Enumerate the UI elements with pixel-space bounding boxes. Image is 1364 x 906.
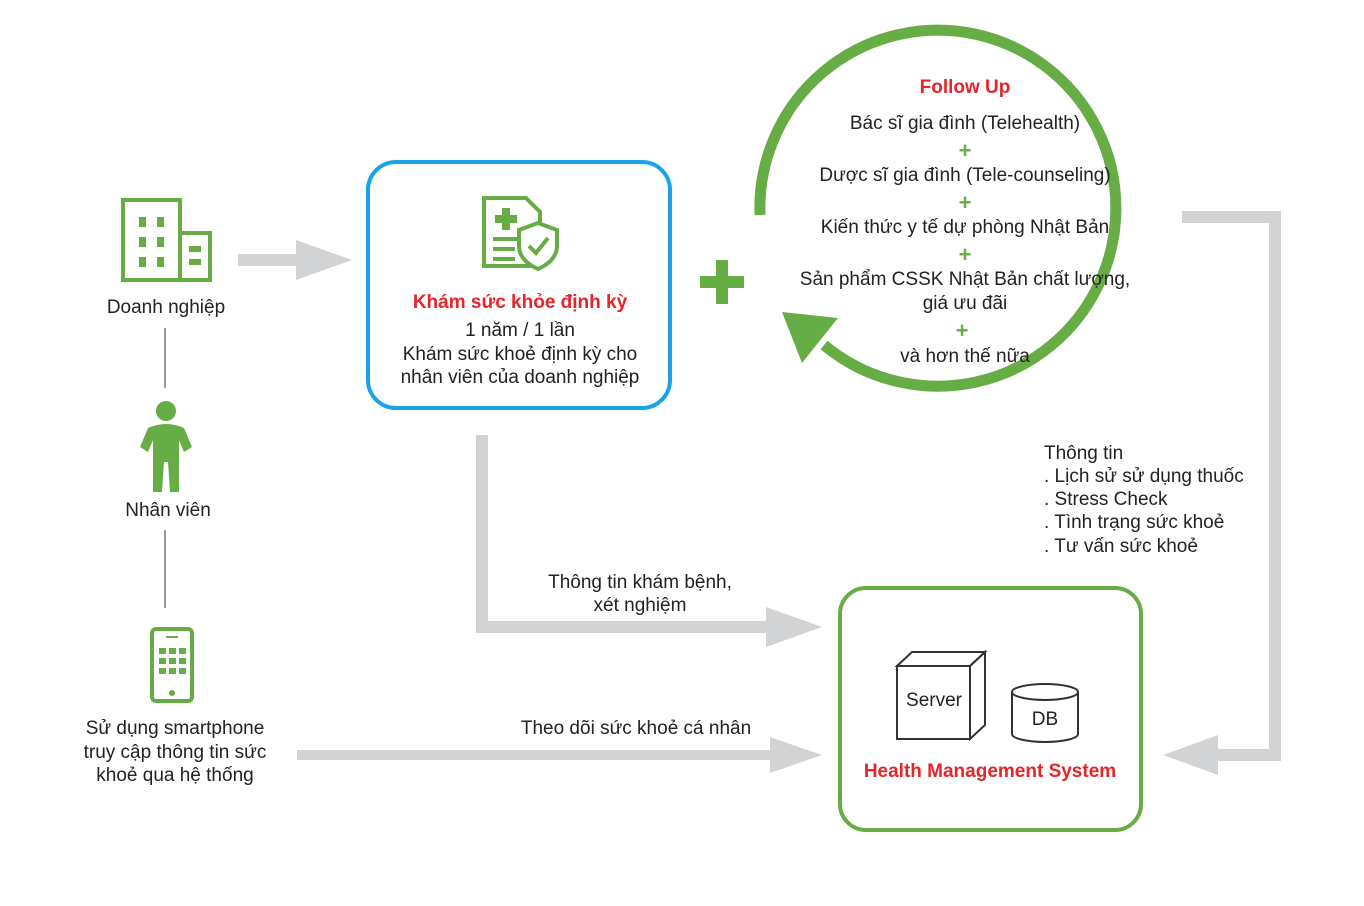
smartphone-icon <box>150 627 194 703</box>
building-icon <box>121 198 212 282</box>
personal-tracking-label: Theo dõi sức khoẻ cá nhân <box>520 718 752 739</box>
follow-up-item-3: Kiến thức y tế dự phòng Nhật Bản <box>820 217 1110 238</box>
big-plus-icon <box>700 260 744 304</box>
info-title: Thông tin <box>1044 443 1124 464</box>
follow-up-item-6: và hơn thế nữa <box>900 346 1030 367</box>
follow-up-item-4: Sản phẩm CSSK Nhật Bản chất lượng, <box>799 269 1131 290</box>
follow-up-item-5: giá ưu đãi <box>922 293 1008 314</box>
exam-info-label-line-1: Thông tin khám bệnh, <box>548 572 732 593</box>
info-item-2: . Stress Check <box>1044 489 1168 510</box>
cycle-arrow-icon <box>754 24 1122 392</box>
plus-sign: + <box>958 190 972 215</box>
arrow-company-to-checkup <box>238 240 352 280</box>
plus-sign: + <box>955 318 969 343</box>
server-icon <box>894 649 988 742</box>
follow-up-item-2: Dược sĩ gia đình (Tele-counseling) <box>819 165 1111 186</box>
plus-sign: + <box>958 138 972 163</box>
company-label: Doanh nghiệp <box>106 297 226 318</box>
medical-shield-icon <box>482 196 559 272</box>
info-item-3: . Tình trạng sức khoẻ <box>1044 512 1225 533</box>
db-label: DB <box>1031 709 1059 730</box>
smartphone-label-line-2: truy cập thông tin sức <box>83 742 267 763</box>
arrow-smartphone-to-hms <box>297 737 822 773</box>
hms-box <box>838 586 1143 832</box>
info-item-4: . Tư vấn sức khoẻ <box>1044 536 1198 557</box>
follow-up-item-1: Bác sĩ gia đình (Telehealth) <box>849 113 1081 134</box>
database-icon <box>1011 683 1079 743</box>
server-label: Server <box>906 690 962 711</box>
info-item-1: . Lịch sử sử dụng thuốc <box>1044 466 1244 487</box>
checkup-line-2: Khám sức khoẻ định kỳ cho <box>402 344 638 365</box>
hms-title: Health Management System <box>863 761 1117 782</box>
arrow-checkup-to-hms <box>476 435 822 647</box>
employee-icon <box>140 401 192 492</box>
follow-up-title: Follow Up <box>919 77 1011 98</box>
checkup-title: Khám sức khỏe định kỳ <box>412 292 628 313</box>
smartphone-label-line-3: khoẻ qua hệ thống <box>96 765 254 786</box>
arrow-followup-to-hms <box>1163 211 1281 775</box>
exam-info-label-line-2: xét nghiệm <box>593 595 687 616</box>
employee-label: Nhân viên <box>125 500 211 521</box>
smartphone-label-line-1: Sử dụng smartphone <box>85 718 265 739</box>
checkup-box <box>366 160 672 410</box>
checkup-line-3: nhân viên của doanh nghiệp <box>400 367 640 388</box>
checkup-line-1: 1 năm / 1 lần <box>465 320 575 341</box>
plus-sign: + <box>958 242 972 267</box>
